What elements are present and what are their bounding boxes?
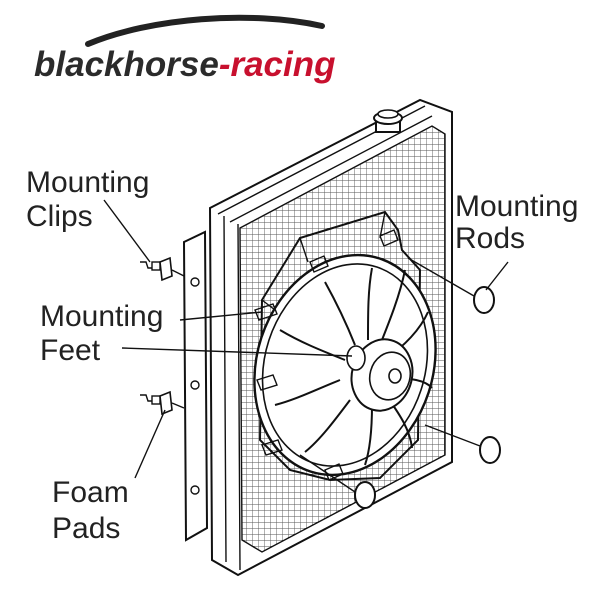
fan-blade — [324, 281, 356, 346]
fan-pad — [346, 345, 366, 371]
side-bracket-plate — [182, 230, 209, 542]
clip-hook — [140, 394, 154, 402]
leader-line-feet-upper — [179, 311, 263, 321]
clip-hook — [140, 261, 154, 269]
radiator-cap — [373, 109, 403, 133]
label-mounting-rods: Mounting Rods — [455, 190, 578, 255]
leader-line-rods — [485, 261, 509, 291]
mounting-foot — [261, 439, 283, 456]
label-text: Foam — [52, 476, 129, 509]
fan-blade — [364, 404, 373, 466]
leader-lines — [103, 199, 509, 479]
fan-shaft — [388, 368, 402, 384]
bracket-hole — [190, 277, 200, 287]
mounting-foot — [254, 303, 278, 321]
fan-blades — [274, 267, 433, 466]
mounting-feet — [254, 229, 399, 481]
fan-blade — [367, 267, 373, 341]
rod-line — [407, 257, 475, 297]
brand-logo: blackhorse-racing — [34, 14, 336, 84]
mounting-foot — [309, 255, 329, 273]
radiator-side-tank — [223, 215, 241, 571]
bracket-hole — [190, 485, 200, 495]
label-text: Pads — [52, 512, 120, 545]
rod-pad — [479, 436, 501, 464]
fan-blade — [304, 399, 351, 453]
label-text: Feet — [40, 334, 101, 367]
mounting-rod-pads — [299, 257, 501, 509]
label-text: Mounting — [26, 166, 149, 199]
clip-connector — [171, 269, 185, 409]
rod-pad — [354, 481, 376, 509]
mounting-foot — [379, 229, 399, 247]
mounting-foot — [324, 463, 344, 481]
logo-text: blackhorse-racing — [34, 45, 336, 84]
logo-text-dark: blackhorse — [34, 45, 219, 84]
label-mounting-feet: Mounting Feet — [40, 300, 163, 367]
logo-text-dash: - — [219, 45, 231, 84]
label-text: Clips — [26, 200, 93, 233]
fan-blade — [274, 379, 341, 406]
mounting-clips — [140, 256, 185, 416]
electric-fan — [253, 210, 437, 482]
radiator-frame — [208, 98, 453, 577]
leader-line-feet-lower — [121, 347, 353, 357]
label-foam-pads: Foam Pads — [52, 476, 129, 545]
label-text: Mounting — [40, 300, 163, 333]
logo-text-accent: racing — [230, 45, 335, 84]
label-text: Mounting — [455, 190, 578, 223]
foam-pad — [159, 256, 173, 282]
clip-body — [151, 261, 161, 271]
clip-body — [151, 395, 161, 405]
rod-line — [299, 454, 356, 493]
mounting-foot — [256, 374, 278, 391]
label-text: Rods — [455, 222, 525, 255]
label-mounting-clips: Mounting Clips — [26, 166, 149, 233]
leader-line-clips — [103, 199, 151, 263]
rod-line — [424, 424, 481, 447]
logo-swoosh — [85, 14, 325, 47]
foam-pad — [159, 390, 173, 416]
rod-pad — [473, 286, 495, 314]
fan-inner-ring — [261, 263, 429, 467]
fan-blade — [279, 329, 346, 361]
bracket-hole — [190, 380, 200, 390]
leader-line-pads — [134, 409, 166, 479]
